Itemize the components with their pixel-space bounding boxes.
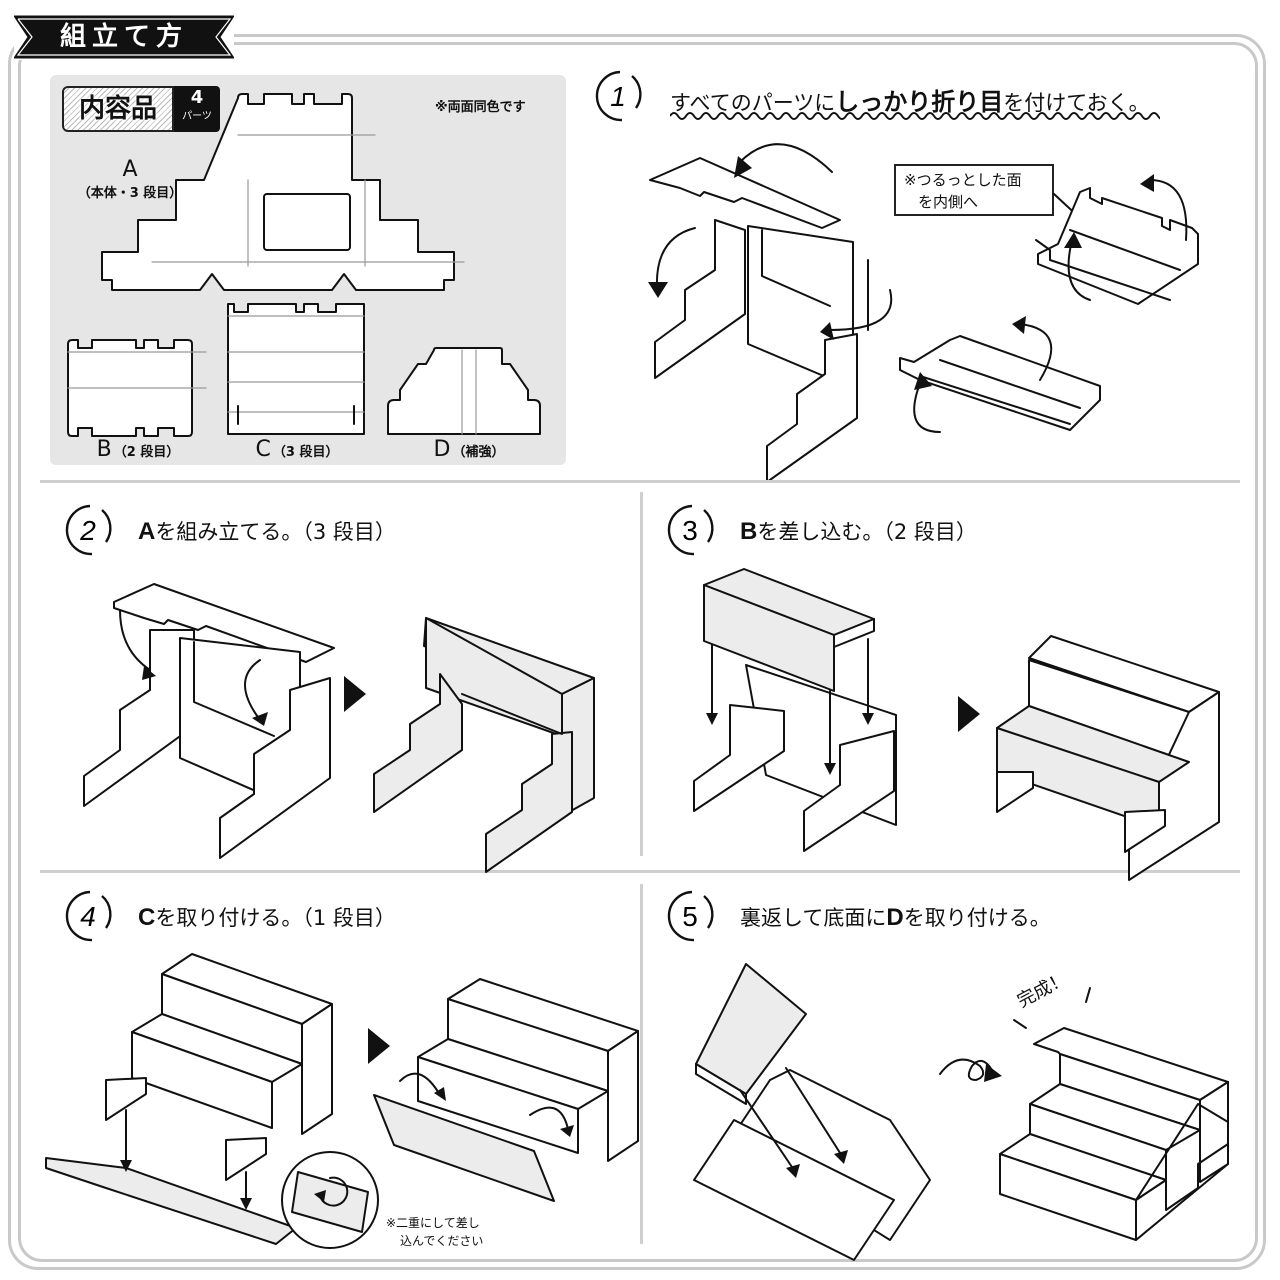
part-d-desc: （補強） [452,445,505,460]
step-2-number: 2 [79,515,96,546]
part-a-diagram [101,93,465,291]
part-c-diagram [227,303,365,435]
part-b-label: B（2 段目） [68,438,208,462]
step-4-after-illustration [373,978,639,1202]
contents-badge: 内容品 4 パーツ [62,86,220,132]
step-3-text: を差し込む。（2 段目） [757,520,977,544]
part-d-letter: D [433,437,451,462]
step-3-before-illustration [693,568,897,852]
part-a-label: A （本体・3 段目） [70,157,190,202]
step-5-text: を取り付ける。 [903,906,1051,930]
parts-count-unit: パーツ [182,111,212,122]
step-1-fold-a-illustration [648,143,893,483]
parts-count-number: 4 [190,87,204,108]
wavy-underline [670,112,1160,120]
step-1-text-pre: すべてのパーツに [670,91,836,115]
step-2-after-illustration [373,617,595,873]
step-3-letter: B [740,518,758,545]
step-4-text: を取り付ける。（1 段目） [155,906,396,930]
step-5-text-pre: 裏返して底面に [740,906,887,930]
parts-count: 4 パーツ [174,86,220,132]
part-d-diagram [387,347,541,435]
page-frame-outer [8,34,1266,1270]
contents-label: 内容品 [62,86,174,132]
step-2-before-illustration [83,583,335,859]
smooth-side-note-line-1: ※つるっとした面 [904,171,1022,189]
step-4-letter: C [138,904,156,931]
step-4-number: 4 [80,901,96,932]
divider-col-row-3 [640,884,643,1244]
step-2-text: を組み立てる。（3 段目） [155,520,396,544]
part-a-letter: A [122,157,138,182]
step-1-text-bold: しっかり折り目 [835,89,1004,116]
part-b-diagram [67,339,207,437]
step-5-heading: 裏返して底面にDを取り付ける。 [740,902,1051,932]
part-c-letter: C [255,437,271,462]
step-1-fold-b-illustration [1035,174,1199,305]
step-5-letter: D [886,904,904,931]
step-4-heading: Cを取り付ける。（1 段目） [138,902,396,932]
part-b-letter: B [96,437,112,462]
title-banner: 組立て方 [14,14,234,60]
step-4-before-illustration [45,953,333,1245]
step-5-number-circle: 5 [667,890,714,942]
complete-accent-marks [1013,987,1091,1029]
step-2-heading: Aを組み立てる。（3 段目） [138,516,396,546]
double-fold-detail-zoom [281,1151,379,1249]
page-frame-inner [18,42,1258,1262]
same-color-note: ※両面同色です [435,100,526,115]
part-a-desc: （本体・3 段目） [77,186,183,201]
double-insert-note: ※二重にして差し 込んでください [386,1214,483,1250]
step-2-letter: A [138,518,156,545]
next-step-arrow [958,696,980,732]
step-1-fold-c-illustration [899,316,1101,433]
next-step-arrow [368,1028,390,1064]
step-5-number: 5 [682,901,698,932]
step-4-number-circle: 4 [65,890,112,942]
part-d-label: D（補強） [384,438,554,462]
step-5-finished-staircase [999,1027,1229,1241]
next-step-arrow [344,676,366,712]
step-1-number: 1 [610,81,626,112]
step-2-number-circle: 2 [65,504,112,556]
step-1-text-post: を付けておく。 [1003,91,1150,115]
page-title: 組立て方 [59,22,188,52]
double-insert-note-line-2: 込んでください [400,1234,484,1248]
part-c-label: C（3 段目） [226,438,368,462]
divider-col-row-2 [640,492,643,856]
smooth-side-note-line-2: を内側へ [918,193,979,211]
step-3-heading: Bを差し込む。（2 段目） [740,516,977,546]
banner-shape [14,15,234,59]
divider-row-1 [40,480,1240,483]
step-3-after-illustration [996,635,1220,881]
part-b-desc: （2 段目） [113,445,180,460]
step-3-number: 3 [682,515,698,546]
double-insert-note-line-1: ※二重にして差し [386,1216,480,1230]
divider-row-2 [40,870,1240,873]
step-3-number-circle: 3 [667,504,714,556]
step-5-before-illustration [693,963,931,1261]
smooth-side-note: ※つるっとした面 を内側へ [894,164,1054,216]
flip-over-arrow [939,1058,1002,1082]
part-c-desc: （3 段目） [272,445,339,460]
step-1-heading: すべてのパーツにしっかり折り目を付けておく。 [670,82,1150,117]
step-1-number-circle: 1 [595,70,642,122]
